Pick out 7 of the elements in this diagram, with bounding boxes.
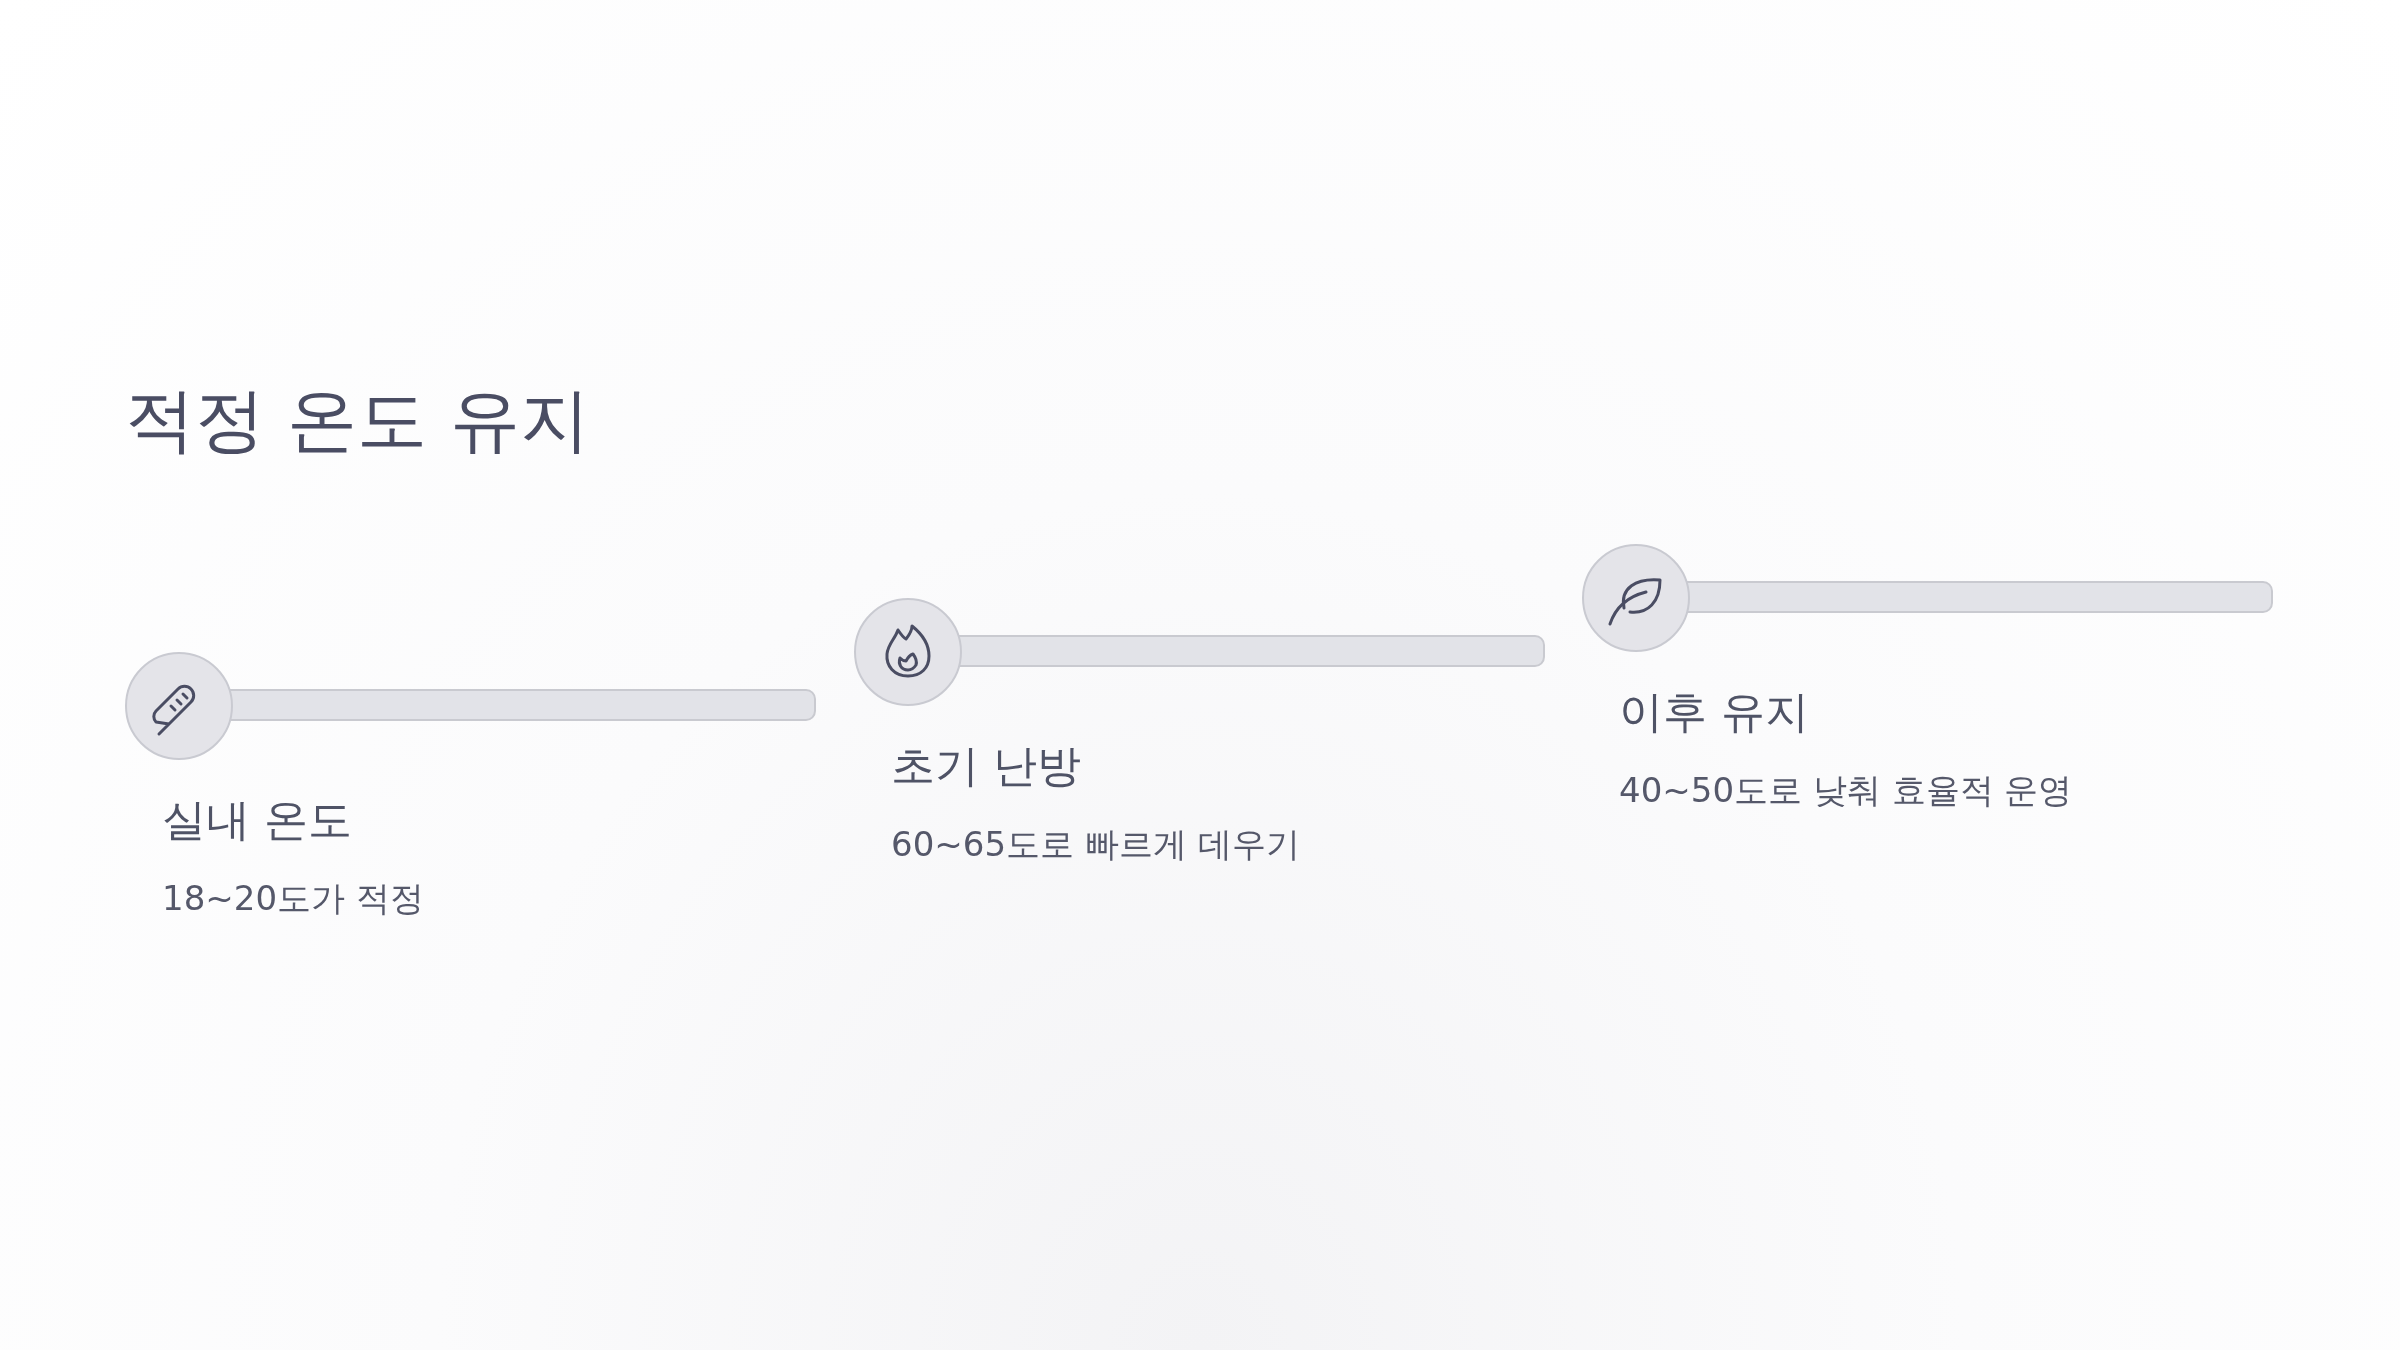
step-heading: 초기 난방: [891, 740, 1081, 793]
step-description: 40~50도로 낮춰 효율적 운영: [1619, 770, 2073, 811]
slide-title: 적정 온도 유지: [125, 378, 590, 462]
step-heading: 실내 온도: [162, 794, 352, 847]
step-heading: 이후 유지: [1619, 686, 1809, 739]
step-description: 18~20도가 적정: [162, 878, 424, 919]
step-description: 60~65도로 빠르게 데우기: [891, 824, 1300, 865]
